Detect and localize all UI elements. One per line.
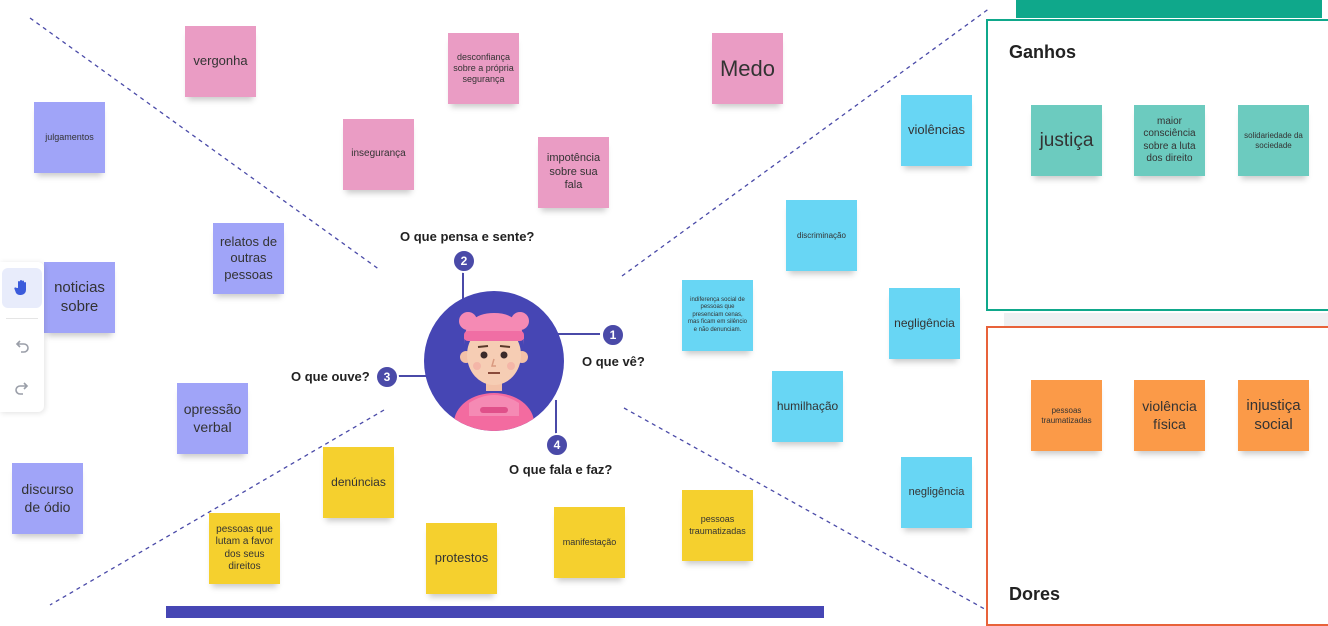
sticky-note[interactable]: relatos de outras pessoas xyxy=(213,223,284,294)
sticky-note[interactable]: pessoas traumatizadas xyxy=(1031,380,1102,451)
sticky-note[interactable]: impotência sobre sua fala xyxy=(538,137,609,208)
panel-gap-strip xyxy=(1004,313,1328,326)
quadrant-number-badge: 3 xyxy=(375,365,399,389)
sticky-note[interactable]: pessoas traumatizadas xyxy=(682,490,753,561)
persona-illustration xyxy=(454,312,534,431)
quadrant-number-badge: 1 xyxy=(601,323,625,347)
question-ve: O que vê? xyxy=(582,354,645,369)
sticky-note[interactable]: protestos xyxy=(426,523,497,594)
undo-icon xyxy=(15,340,29,353)
sticky-note[interactable]: solidariedade da sociedade xyxy=(1238,105,1309,176)
sticky-note[interactable]: denúncias xyxy=(323,447,394,518)
sticky-note[interactable]: desconfiança sobre a própria segurança xyxy=(448,33,519,104)
canvas-toolbar xyxy=(0,262,44,412)
sticky-note[interactable]: maior consciência sobre a luta dos direi… xyxy=(1134,105,1205,176)
question-ouve: O que ouve? xyxy=(291,369,370,384)
sticky-note[interactable]: insegurança xyxy=(343,119,414,190)
question-fala-faz: O que fala e faz? xyxy=(509,462,613,477)
sticky-note[interactable]: negligência xyxy=(889,288,960,359)
sticky-note[interactable]: opressão verbal xyxy=(177,383,248,454)
sticky-note[interactable]: violências xyxy=(901,95,972,166)
bottom-bar xyxy=(166,606,824,618)
quadrant-number-badge: 4 xyxy=(545,433,569,457)
sticky-note[interactable]: injustiça social xyxy=(1238,380,1309,451)
hand-icon xyxy=(14,280,26,295)
hand-tool-button[interactable] xyxy=(2,268,42,308)
sticky-note[interactable]: discriminação xyxy=(786,200,857,271)
sticky-note[interactable]: noticias sobre xyxy=(44,262,115,333)
sticky-note[interactable]: manifestação xyxy=(554,507,625,578)
quadrant-number-badge: 2 xyxy=(452,249,476,273)
question-pensa-sente: O que pensa e sente? xyxy=(400,229,535,244)
redo-icon xyxy=(15,382,29,395)
toolbar-divider xyxy=(6,318,38,319)
sticky-note[interactable]: Medo xyxy=(712,33,783,104)
sticky-note[interactable]: indiferença social de pessoas que presen… xyxy=(682,280,753,351)
sticky-note[interactable]: negligência xyxy=(901,457,972,528)
dores-title: Dores xyxy=(1009,584,1061,604)
undo-button[interactable] xyxy=(2,326,42,366)
sticky-note[interactable]: discurso de ódio xyxy=(12,463,83,534)
redo-button[interactable] xyxy=(2,368,42,408)
sticky-note[interactable]: pessoas que lutam a favor dos seus direi… xyxy=(209,513,280,584)
ganhos-title: Ganhos xyxy=(1009,42,1077,62)
sticky-note[interactable]: humilhação xyxy=(772,371,843,442)
persona-avatar[interactable] xyxy=(424,291,564,431)
sticky-note[interactable]: violência física xyxy=(1134,380,1205,451)
sticky-note[interactable]: julgamentos xyxy=(34,102,105,173)
sticky-note[interactable]: justiça xyxy=(1031,105,1102,176)
dores-panel: Dores xyxy=(986,326,1328,626)
ganhos-header-bar xyxy=(1016,0,1322,18)
sticky-note[interactable]: vergonha xyxy=(185,26,256,97)
